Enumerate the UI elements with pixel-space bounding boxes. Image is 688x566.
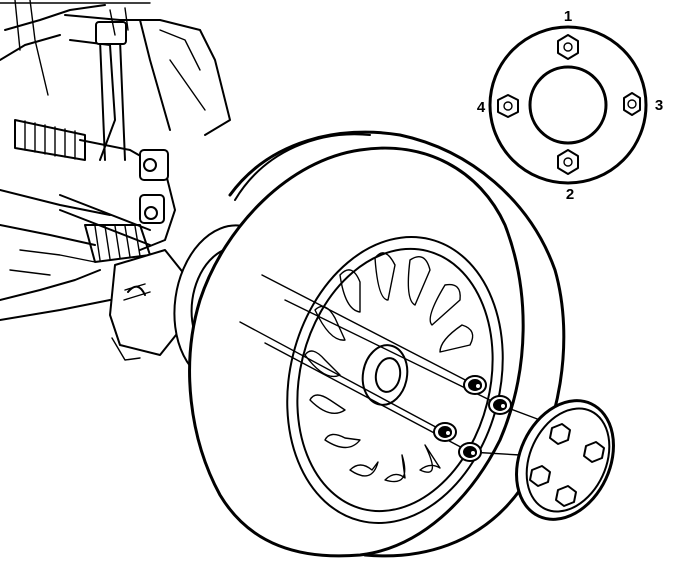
rim-spoke-slots (304, 252, 474, 483)
lug-nut-icon (458, 442, 482, 462)
hex-nut-icon (623, 92, 641, 116)
nut-tightening-sequence-diagram: 1 2 3 4 (477, 8, 663, 203)
hub-cap (515, 399, 615, 521)
lug-nut-icon (433, 422, 457, 442)
brake-caliper (109, 249, 186, 361)
nut-label-3: 3 (655, 97, 663, 114)
lug-nuts (433, 375, 512, 462)
nut-label-1: 1 (564, 8, 572, 25)
lug-nut-icon (488, 395, 512, 415)
nut-label-2: 2 (566, 186, 574, 203)
lug-nut-icon (463, 375, 487, 395)
cv-boot-inner (14, 119, 86, 161)
suspension-assembly (0, 0, 231, 361)
wheel-rim (286, 236, 504, 524)
nut-label-4: 4 (477, 99, 486, 116)
hex-nut-icon (557, 149, 579, 175)
hex-nut-icon (497, 94, 519, 118)
hex-nut-icon (557, 34, 579, 60)
